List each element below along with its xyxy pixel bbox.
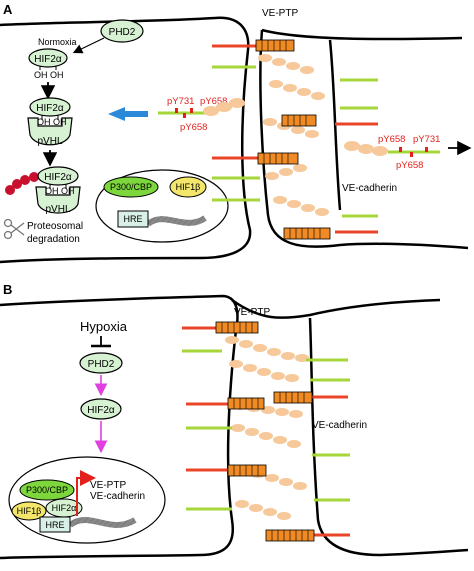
junction-b (182, 321, 350, 542)
hif2a-oval-b: HIF2α (80, 398, 122, 420)
p300cbp-a: P300/CBP (110, 182, 152, 192)
svg-text:HIF2α: HIF2α (36, 103, 64, 114)
blue-arrow (108, 107, 148, 121)
py658-left-bottom: pY658 (180, 122, 207, 133)
hif1b-b: HIF1β (17, 506, 42, 516)
oh-label-1: OH OH (34, 70, 64, 80)
nucleus-b: P300/CBP HIF1β HIF2α HRE VE-PTP VE-cadhe… (8, 456, 166, 544)
vecadherin-gene-label: VE-cadherin (90, 491, 145, 502)
hif2a-nuc-b: HIF2α (52, 503, 77, 513)
svg-text:pVHL: pVHL (37, 136, 62, 147)
pvhl-shape-a1: OH OH pVHL (27, 117, 73, 147)
ubiquitin-chain (5, 172, 39, 195)
hypoxia-label: Hypoxia (80, 319, 128, 334)
released-vecadherin-left (158, 98, 245, 118)
vecadherin-label-b: VE-cadherin (312, 420, 367, 431)
svg-text:HIF2α: HIF2α (44, 172, 72, 183)
svg-text:HIF2α: HIF2α (34, 54, 62, 65)
hif1b-a: HIF1β (176, 182, 201, 192)
nucleus-a: P300/CBP HIF1β HRE (95, 169, 229, 243)
panel-a-letter: A (3, 2, 13, 17)
svg-text:HIF2α: HIF2α (87, 405, 115, 416)
py731-right: pY731 (413, 134, 440, 145)
hif2a-oval-a3: HIF2α (37, 166, 79, 186)
hre-a: HRE (123, 214, 142, 224)
scissors-icon (3, 218, 25, 240)
veptp-label-a: VE-PTP (262, 8, 298, 19)
py658-right-bottom: pY658 (396, 160, 423, 171)
svg-text:PHD2: PHD2 (88, 359, 115, 370)
proteosomal-label: Proteosomal (27, 221, 83, 232)
released-vecadherin-right (344, 141, 440, 157)
degradation-label: degradation (27, 234, 80, 245)
phd2-oval-a: PHD2 (100, 19, 144, 43)
p300cbp-b: P300/CBP (26, 485, 68, 495)
phd2-arrow-a (72, 37, 105, 54)
normoxia-label: Normoxia (38, 37, 77, 47)
panel-b-letter: B (3, 282, 12, 297)
hypoxia-inhibitor (91, 336, 111, 348)
py658-left: pY658 (200, 96, 227, 107)
svg-text:pVHL: pVHL (45, 204, 70, 215)
veptp-gene-label: VE-PTP (90, 480, 126, 491)
junction-a (212, 39, 378, 240)
vecadherin-label-a: VE-cadherin (342, 183, 397, 194)
hif2a-oval-a1: HIF2α (28, 48, 68, 68)
svg-text:OH OH: OH OH (45, 186, 75, 196)
phd2-oval-b: PHD2 (79, 352, 123, 374)
veptp-label-b: VE-PTP (234, 307, 270, 318)
panel-a-right-cell (259, 28, 469, 250)
svg-text:PHD2: PHD2 (109, 27, 136, 38)
py731-left: pY731 (167, 96, 194, 107)
hre-b: HRE (45, 520, 64, 530)
svg-text:OH OH: OH OH (37, 117, 67, 127)
hif2a-oval-a2: HIF2α (29, 97, 71, 117)
py658-right: pY658 (378, 134, 405, 145)
pvhl-shape-a2: OH OH pVHL (35, 186, 81, 215)
panel-b-left-cell (0, 294, 239, 560)
